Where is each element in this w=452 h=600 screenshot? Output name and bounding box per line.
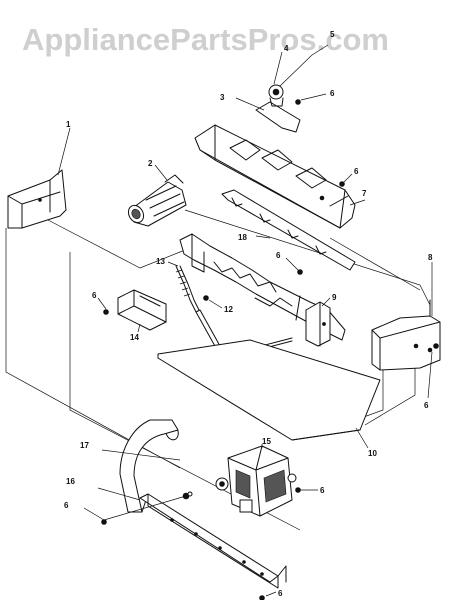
part-12-screw (203, 295, 223, 309)
callout-14: 14 (130, 333, 139, 342)
callout-13: 13 (156, 257, 165, 266)
part-1-bracket (7, 127, 71, 229)
screw-6f (295, 487, 318, 493)
part-3-bracket (235, 97, 301, 133)
part-7-upper-panel (194, 124, 366, 229)
callout-6f: 6 (320, 486, 325, 495)
callout-1: 1 (66, 120, 71, 129)
callout-6d: 6 (424, 401, 429, 410)
callout-8: 8 (428, 253, 433, 262)
callout-2: 2 (148, 159, 153, 168)
callout-6g: 6 (64, 501, 69, 510)
part-5-sensor (268, 44, 329, 107)
center-mounting-plate (179, 233, 346, 341)
screw-6a (295, 93, 327, 105)
callout-12: 12 (224, 305, 233, 314)
callout-6b: 6 (354, 167, 359, 176)
screw-6g (83, 491, 193, 525)
callout-16: 16 (66, 477, 75, 486)
screw-6c (285, 257, 303, 275)
part-14-bracket (117, 289, 167, 333)
part-8-right-bracket (371, 262, 441, 371)
callout-10: 10 (368, 449, 377, 458)
screw-6e (97, 297, 109, 315)
callout-6c: 6 (276, 251, 281, 260)
screw-6d (427, 343, 439, 399)
callout-7: 7 (362, 189, 367, 198)
screw-6h (259, 591, 277, 600)
callout-17: 17 (80, 441, 89, 450)
part-9-bracket (305, 297, 331, 347)
callout-4: 4 (284, 44, 289, 53)
part-2-burner-tube (127, 164, 187, 227)
part-15-gas-valve (215, 444, 297, 517)
callout-6h: 6 (278, 589, 283, 598)
callout-9: 9 (332, 293, 337, 302)
part-18-shield (221, 189, 356, 271)
outline-lines (5, 209, 431, 531)
callout-5: 5 (330, 30, 335, 39)
part-17-manifold-bracket (97, 449, 287, 589)
callout-18: 18 (238, 233, 247, 242)
callout-6e: 6 (92, 291, 97, 300)
part-16-gas-tube (119, 419, 179, 513)
screw-6b (339, 173, 353, 187)
callout-3: 3 (220, 93, 225, 102)
part-10-bottom-plate (157, 339, 381, 449)
part-13-igniter (167, 261, 222, 354)
watermark-text: AppliancePartsPros.com (22, 22, 389, 57)
callout-6a: 6 (330, 89, 335, 98)
callout-15: 15 (262, 437, 271, 446)
